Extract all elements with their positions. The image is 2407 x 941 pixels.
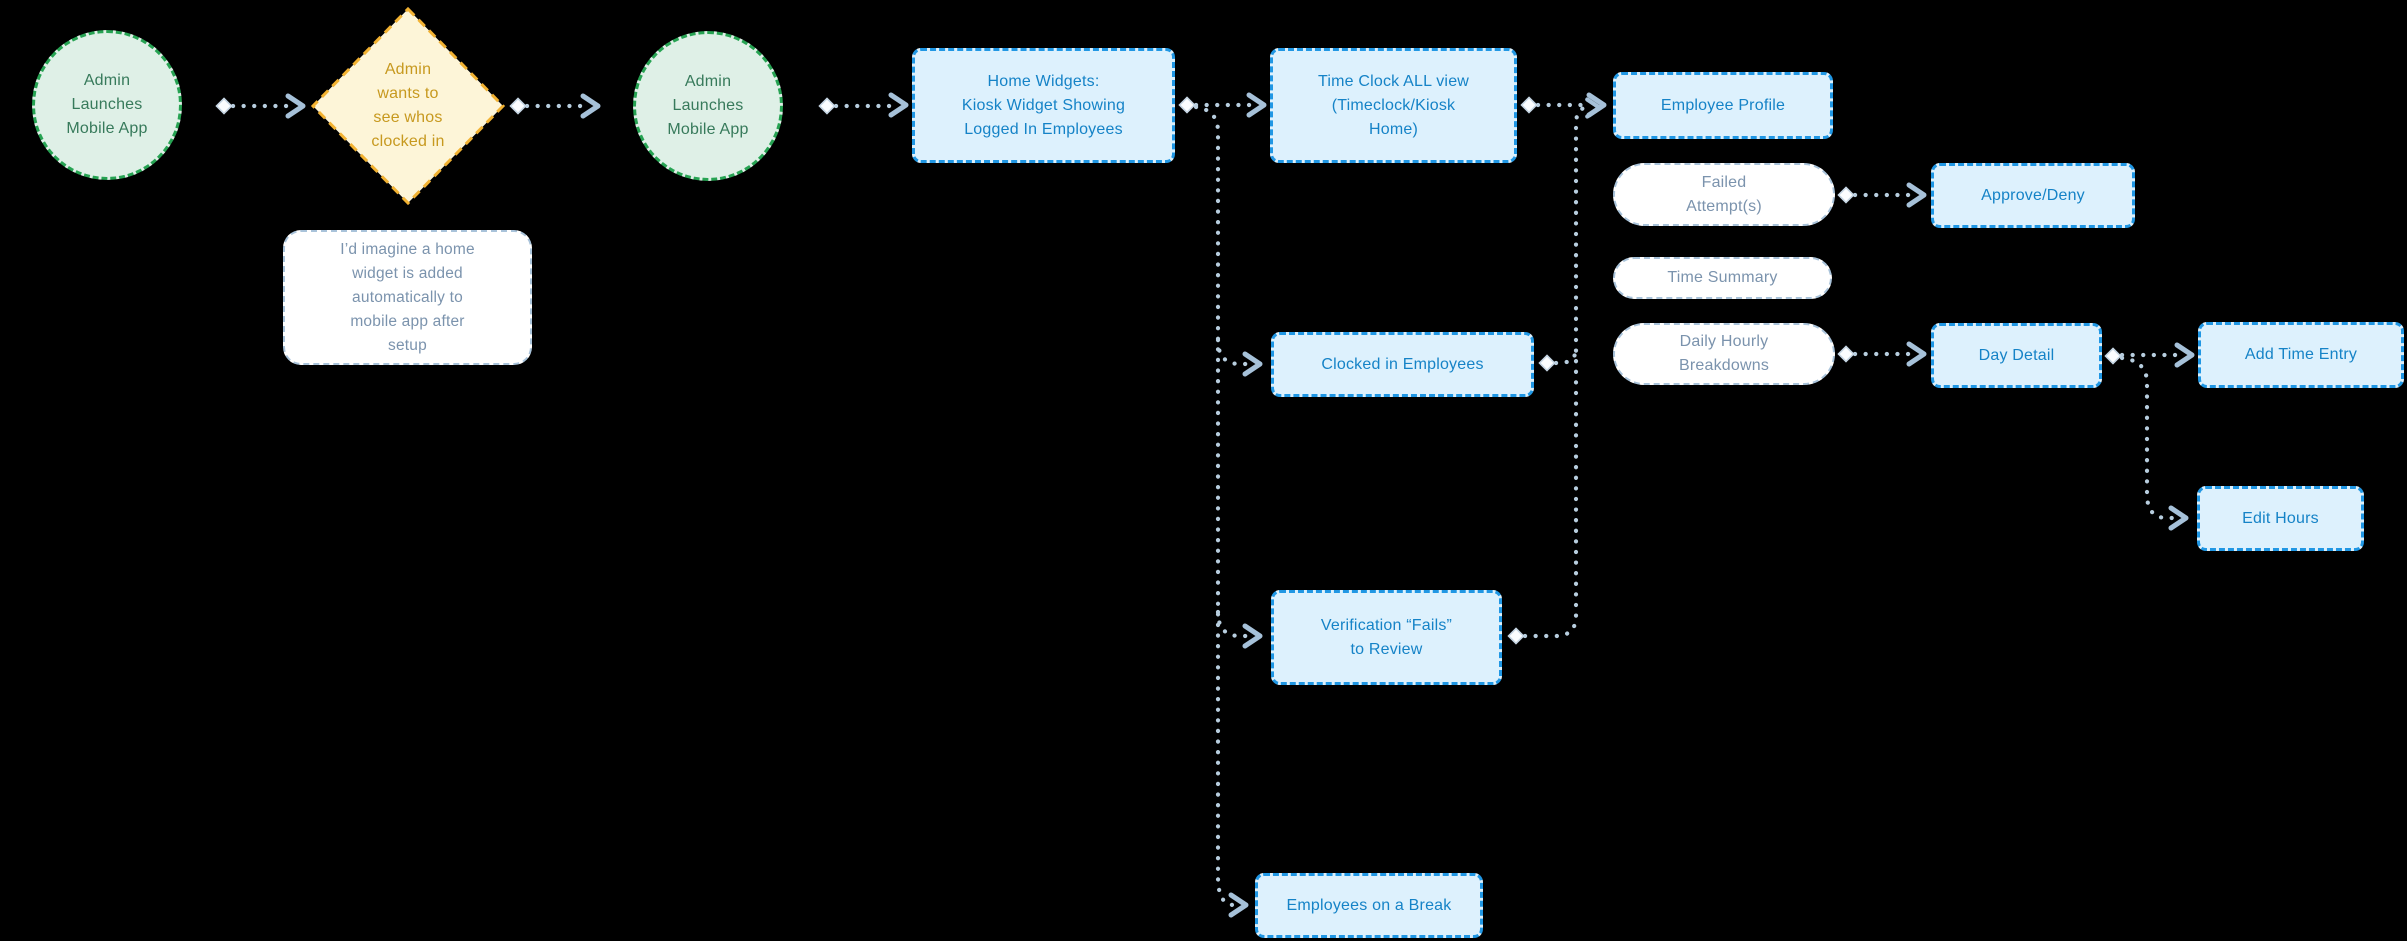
node-label: Time Summary [1667, 269, 1778, 286]
edge-home-widgets-to-employees-on-break [1193, 104, 1246, 915]
node-label: Failed Attempt(s) [1686, 173, 1762, 215]
node-admin-launches-2[interactable]: Admin Launches Mobile App [633, 31, 783, 181]
node-add-time-entry[interactable]: Add Time Entry [2198, 322, 2404, 388]
node-time-clock-all-view[interactable]: Time Clock ALL view (Timeclock/Kiosk Hom… [1270, 48, 1517, 163]
node-label: Employee Profile [1660, 96, 1786, 114]
node-label: Time Clock ALL view (Timeclock/Kiosk Hom… [1317, 72, 1470, 138]
node-label: Verification “Fails” to Review [1320, 616, 1453, 658]
node-approve-deny[interactable]: Approve/Deny [1931, 163, 2135, 228]
node-edit-hours[interactable]: Edit Hours [2197, 486, 2364, 551]
node-label: Add Time Entry [2244, 346, 2358, 363]
edge-failed-attempts-to-approve-deny [1837, 185, 1925, 205]
decision-diamond-shape [310, 6, 506, 206]
node-home-widgets[interactable]: Home Widgets: Kiosk Widget Showing Logge… [912, 48, 1175, 163]
node-admin-decision[interactable]: Admin wants to see whos clocked in [313, 9, 503, 203]
node-label: Daily Hourly Breakdowns [1678, 333, 1770, 374]
edge-day-detail-to-add-time-entry [2104, 345, 2193, 365]
edge-verification-to-employee-profile [1507, 100, 1601, 645]
node-verification-fails[interactable]: Verification “Fails” to Review [1271, 590, 1502, 685]
edge-decision-to-admin2 [509, 96, 599, 116]
node-time-summary[interactable]: Time Summary [1613, 257, 1832, 299]
node-label: Clocked in Employees [1321, 355, 1484, 373]
edge-home-widgets-to-verification [1215, 609, 1260, 646]
edge-time-clock-to-employee-profile [1520, 95, 1605, 115]
edge-daily-hourly-to-day-detail [1837, 344, 1925, 364]
node-label: Home Widgets: Kiosk Widget Showing Logge… [961, 72, 1126, 138]
node-admin-launches-1[interactable]: Admin Launches Mobile App [32, 30, 182, 180]
edge-admin2-to-home-widgets [818, 95, 907, 115]
edge-clocked-in-to-employee-profile [1538, 345, 1579, 372]
node-label: Day Detail [1978, 346, 2055, 364]
node-label: Edit Hours [2242, 509, 2319, 527]
node-setup-note[interactable]: I’d imagine a home widget is added autom… [283, 230, 532, 365]
node-label: I’d imagine a home widget is added autom… [340, 240, 475, 354]
edge-admin1-to-decision [215, 96, 304, 116]
node-day-detail[interactable]: Day Detail [1931, 323, 2102, 388]
node-employee-profile[interactable]: Employee Profile [1613, 72, 1833, 139]
node-employees-on-break[interactable]: Employees on a Break [1255, 873, 1483, 938]
node-label: Approve/Deny [1981, 186, 2085, 204]
node-label: Admin Launches Mobile App [66, 72, 148, 137]
edge-home-widgets-to-time-clock [1178, 95, 1265, 115]
node-label: Employees on a Break [1286, 896, 1452, 914]
node-clocked-in-employees[interactable]: Clocked in Employees [1271, 332, 1534, 397]
node-failed-attempts[interactable]: Failed Attempt(s) [1613, 163, 1835, 226]
edge-home-widgets-to-clocked-in [1215, 337, 1260, 374]
node-label: Admin Launches Mobile App [667, 73, 749, 138]
edge-day-detail-to-edit-hours [2119, 355, 2186, 528]
node-label: Admin wants to see whos clocked in [371, 61, 445, 150]
node-daily-hourly-breakdowns[interactable]: Daily Hourly Breakdowns [1613, 323, 1835, 385]
